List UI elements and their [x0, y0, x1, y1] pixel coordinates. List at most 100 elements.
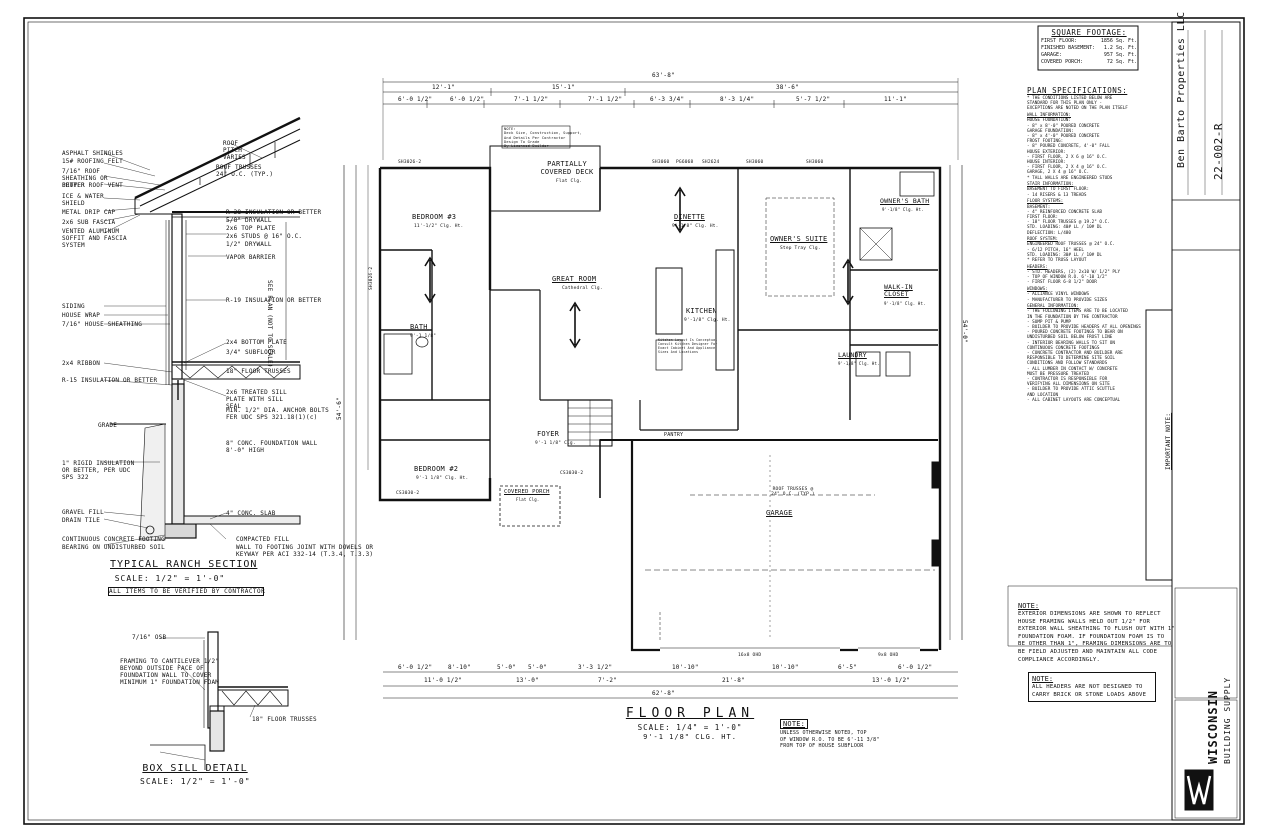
- spec-line: STD. LOADING: 30# LL / 10# DL: [1027, 252, 1103, 258]
- spec-line: - FIRST FLOOR, 2 X 4 @ 16" O.C.: [1027, 165, 1108, 171]
- room-covered-deck-size: Flat Clg.: [556, 179, 583, 184]
- spec-line: UNDISTURBED SOIL BELOW FROST LINE: [1027, 335, 1113, 341]
- label-drip-cap: METAL DRIP CAP: [62, 209, 116, 216]
- exterior-note-line: BE OTHER THAN 1", FRAMING DIMENSIONS ARE…: [1018, 641, 1172, 648]
- label-gravel-fill: GRAVEL FILL: [62, 509, 104, 516]
- label-foundation-height: 8'-0" HIGH: [226, 447, 265, 454]
- label-subfloor: 3/4" SUBFLOOR: [226, 349, 276, 356]
- spec-line: GARAGE, 2 X 4 @ 16" O.C.: [1027, 170, 1090, 176]
- window-tag: SH3060: [652, 160, 670, 165]
- dim-top-7: 11'-1": [884, 96, 907, 103]
- sqft-row: GARAGE:957 Sq. Ft.: [1041, 52, 1137, 58]
- room-laundry-size: 9'-1/8" Clg. Ht.: [838, 361, 880, 366]
- room-bedroom2: BEDROOM #2: [414, 465, 459, 473]
- floor-plan-drawing: [343, 78, 963, 699]
- room-foyer-size: 9'-1 1/8" Clg.: [535, 441, 576, 446]
- label-anchor-code: FER UDC SPS 321.18(1)(c): [226, 414, 318, 421]
- supplier-line1: WISCONSIN: [1206, 689, 1220, 764]
- exterior-note-line: COMPLIANCE ACCORDINGLY.: [1018, 656, 1101, 663]
- room-great-room: GREAT ROOM: [552, 275, 597, 283]
- spec-section-head: FLOOR SYSTEMS:: [1027, 199, 1064, 205]
- label-r38: R-38 INSULATION OR BETTER: [226, 209, 322, 216]
- box-sill-title: BOX SILL DETAIL: [142, 763, 248, 774]
- label-slab: 4" CONC. SLAB: [226, 510, 276, 517]
- spec-line: - ALLIANCE VINYL WINDOWS: [1027, 292, 1090, 298]
- spec-line: RESPONSIBLE TO DETERMINE SITE SOIL: [1027, 356, 1115, 362]
- exterior-note-line: EXTERIOR WALL SHEATHING TO FLUSH OUT WIT…: [1018, 626, 1175, 633]
- exterior-note-title: NOTE:: [1018, 602, 1040, 610]
- exterior-note-line: EXTERIOR DIMENSIONS ARE SHOWN TO REFLECT: [1018, 611, 1161, 617]
- deck-note: NOTE: Deck Size, Construction, Support, …: [504, 127, 582, 149]
- spec-line: AND LOCATION: [1027, 392, 1059, 398]
- box-sill-scale: SCALE: 1/2" = 1'-0": [140, 777, 251, 786]
- dim-top-2: 7'-1 1/2": [514, 96, 549, 103]
- spec-line: - INTERIOR BEARING WALLS TO SIT ON: [1027, 340, 1115, 346]
- spec-section-head: GENERAL INFORMATION:: [1027, 304, 1079, 310]
- dim-bottom-0: 6'-0 1/2": [398, 664, 433, 671]
- spec-line: - CONCRETE CONTRACTOR AND BUILDER ARE: [1027, 351, 1123, 357]
- spec-line: FIRST FLOOR:: [1027, 214, 1059, 220]
- label-top-plate: 2x6 TOP PLATE: [226, 225, 276, 232]
- label-siding: SIDING: [62, 303, 85, 310]
- supplier-line2: BUILDING SUPPLY: [1223, 676, 1232, 764]
- spec-line: - FIRST FLOOR 6-8 1/2" DOOR: [1027, 280, 1097, 286]
- spec-line: HOUSE EXTERIOR:: [1027, 149, 1066, 155]
- spec-line: VERIFYING ALL DIMENSIONS ON SITE: [1027, 382, 1110, 388]
- spec-line: - 8" POURED CONCRETE, 4'-0" FALL: [1027, 144, 1110, 150]
- spec-line: - CONTRACTOR IS RESPONSIBLE FOR: [1027, 377, 1108, 383]
- dim-bottom-7: 6'-5": [838, 664, 858, 671]
- dim-bottom-overall: 62'-8": [652, 690, 675, 697]
- window-tag: PG6068: [676, 160, 694, 165]
- spec-line: - 4" REINFORCED CONCRETE SLAB: [1027, 209, 1103, 215]
- spec-section-head: ROOF SYSTEM:: [1027, 237, 1059, 243]
- box-sill-cantilever-1: FRAMING TO CANTILEVER 1/2": [120, 658, 220, 665]
- window-tag: SH2624: [702, 160, 720, 165]
- floor-plan-ceiling: 9'-1 1/8" CLG. HT.: [643, 733, 737, 741]
- box-sill-cantilever-3: FOUNDATION WALL TO COVER: [120, 672, 212, 679]
- plan-spec-title: PLAN SPECIFICATIONS:: [1027, 86, 1128, 95]
- room-owners-bath-size: 9'-1/8" Clg. Ht.: [882, 207, 924, 212]
- exterior-note-line: BE FIELD ADJUSTED AND MAINTAIN ALL CODE: [1018, 648, 1158, 655]
- sqft-row: FINISHED BASEMENT:1.2 Sq. Ft.: [1041, 45, 1137, 51]
- room-laundry: LAUNDRY: [838, 351, 867, 359]
- kitchen-note: Kitchen Layout Is Conceptual Consult Kit…: [658, 338, 718, 354]
- label-footing: CONTINUOUS CONCRETE FOOTING: [62, 536, 165, 543]
- dim-bottom2-3: 21'-8": [722, 677, 745, 684]
- room-owners-suite-size: Step Tray Clg.: [780, 246, 821, 251]
- dim-bottom-1: 8'-10": [448, 664, 471, 671]
- square-footage-title: SQUARE FOOTAGE:: [1051, 28, 1127, 37]
- room-pantry: PANTRY: [664, 432, 684, 438]
- ranch-section-drawing: [110, 116, 301, 541]
- room-kitchen: KITCHEN: [686, 307, 717, 315]
- window-tag: SH3060: [746, 160, 764, 165]
- dim-top-1: 6'-0 1/2": [450, 96, 485, 103]
- dim-bottom-6: 10'-10": [772, 664, 799, 671]
- spec-section-head: STAIR INFORMATION:: [1027, 182, 1074, 188]
- label-roof-vent: PROPER ROOF VENT: [62, 182, 123, 189]
- room-walkin-size: 9'-1/8" Clg. Ht.: [884, 301, 926, 306]
- label-see-plan: SEE PLAN (NOT TO SCALE): [266, 280, 273, 368]
- room-walkin: WALK-IN CLOSET: [884, 283, 913, 298]
- header-note-line: ALL HEADERS ARE NOT DESIGNED TO: [1032, 684, 1143, 690]
- spec-line: HOUSE FOUNDATION:: [1027, 118, 1071, 124]
- ranch-section-scale: SCALE: 1/2" = 1'-0": [114, 574, 226, 583]
- spec-line: - ALL LUMBER IN CONTACT W/ CONCRETE: [1027, 366, 1118, 372]
- dim-overall-width: 63'-8": [652, 72, 675, 79]
- plan-specifications: PLAN SPECIFICATIONS: * THE CONDITIONS LI…: [1027, 86, 1145, 566]
- important-note-title: IMPORTANT NOTE:: [1165, 412, 1172, 470]
- spec-line: GARAGE FOUNDATION:: [1027, 128, 1074, 134]
- ranch-section-title: TYPICAL RANCH SECTION: [110, 559, 258, 570]
- window-tag: CS3030-2: [396, 491, 420, 496]
- box-sill-osb: 7/16" OSB: [132, 634, 167, 641]
- spec-line: FROST FOOTING:: [1027, 139, 1064, 145]
- spec-section-head: WINDOWS:: [1027, 287, 1048, 293]
- spec-line: - 14 RISERS & 13 TREADS: [1027, 192, 1087, 198]
- dim-upper-0: 12'-1": [432, 84, 455, 91]
- spec-line: BASEMENT:: [1027, 204, 1051, 210]
- ranch-section-leaders: [103, 142, 263, 546]
- spec-line: - TOP OF WINDOW R.O. 6'-10 1/2": [1027, 275, 1108, 281]
- spec-sections: WALL INFORMATION:HOUSE FOUNDATION:- 8" x…: [1027, 113, 1145, 403]
- dim-bottom-8: 6'-0 1/2": [898, 664, 933, 671]
- spec-line: CONTINUOUS CONCRETE FOOTINGS: [1027, 345, 1100, 351]
- label-asphalt-shingles: ASPHALT SHINGLES: [62, 150, 123, 157]
